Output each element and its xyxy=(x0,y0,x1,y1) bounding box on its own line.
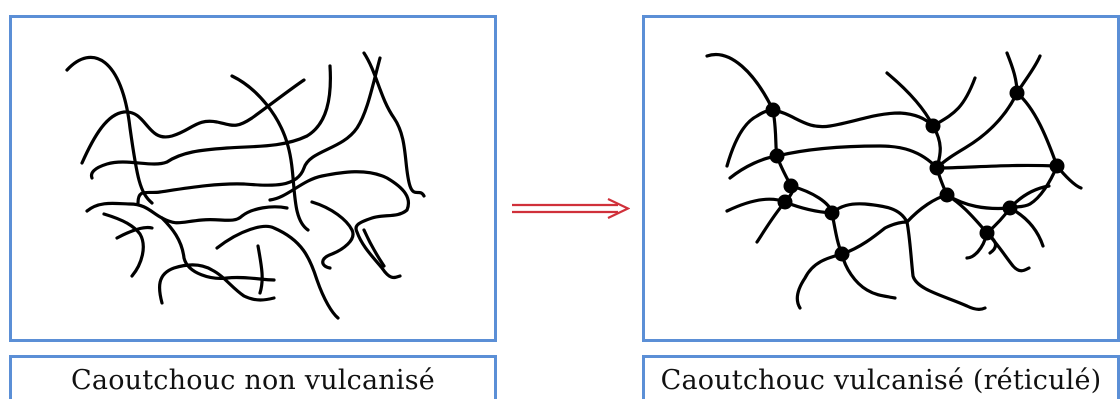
crosslink-point xyxy=(766,103,781,118)
crosslink-point xyxy=(930,161,945,176)
polymer-chain xyxy=(937,165,1057,168)
crosslink-point xyxy=(784,179,799,194)
crosslink-point xyxy=(770,149,785,164)
crosslink-point xyxy=(1010,86,1025,101)
polymer-chain xyxy=(1010,208,1043,246)
caption-unvulcanized: Caoutchouc non vulcanisé xyxy=(12,365,494,396)
caption-vulcanized: Caoutchouc vulcanisé (réticulé) xyxy=(645,365,1117,396)
crosslink-points xyxy=(766,86,1065,262)
vulcanized-network-diagram xyxy=(645,18,1117,339)
unvulcanized-panel xyxy=(9,15,497,342)
polymer-chain xyxy=(104,214,143,276)
crosslink-point xyxy=(980,226,995,241)
polymer-chain xyxy=(842,222,985,309)
polymer-chain xyxy=(933,78,975,126)
vulcanized-panel xyxy=(642,15,1120,342)
polymer-chain xyxy=(67,57,152,203)
polymer-chain xyxy=(730,156,777,178)
polymer-chain xyxy=(258,246,262,293)
polymer-chain xyxy=(270,172,408,278)
crosslink-point xyxy=(778,195,793,210)
polymer-chain xyxy=(160,265,274,303)
double-arrow-right-icon xyxy=(510,195,630,223)
unvulcanized-chains-diagram xyxy=(12,18,494,339)
crosslink-point xyxy=(1050,159,1065,174)
polymer-chain xyxy=(791,186,947,222)
polymer-chain xyxy=(777,146,937,168)
crosslink-point xyxy=(926,119,941,134)
crosslink-point xyxy=(835,247,850,262)
polymer-chain xyxy=(887,73,947,195)
polymer-chain xyxy=(773,110,933,127)
caption-box-vulcanized: Caoutchouc vulcanisé (réticulé) xyxy=(642,355,1120,399)
crosslink-point xyxy=(940,188,955,203)
caption-box-unvulcanized: Caoutchouc non vulcanisé xyxy=(9,355,497,399)
polymer-chain xyxy=(1007,53,1081,188)
polymer-chain xyxy=(138,58,380,203)
polymer-chain xyxy=(217,226,338,318)
polymer-chain xyxy=(797,254,842,308)
polymer-chain xyxy=(937,93,1017,168)
crosslink-point xyxy=(825,206,840,221)
crosslink-point xyxy=(1003,201,1018,216)
polymer-chain xyxy=(312,202,353,268)
